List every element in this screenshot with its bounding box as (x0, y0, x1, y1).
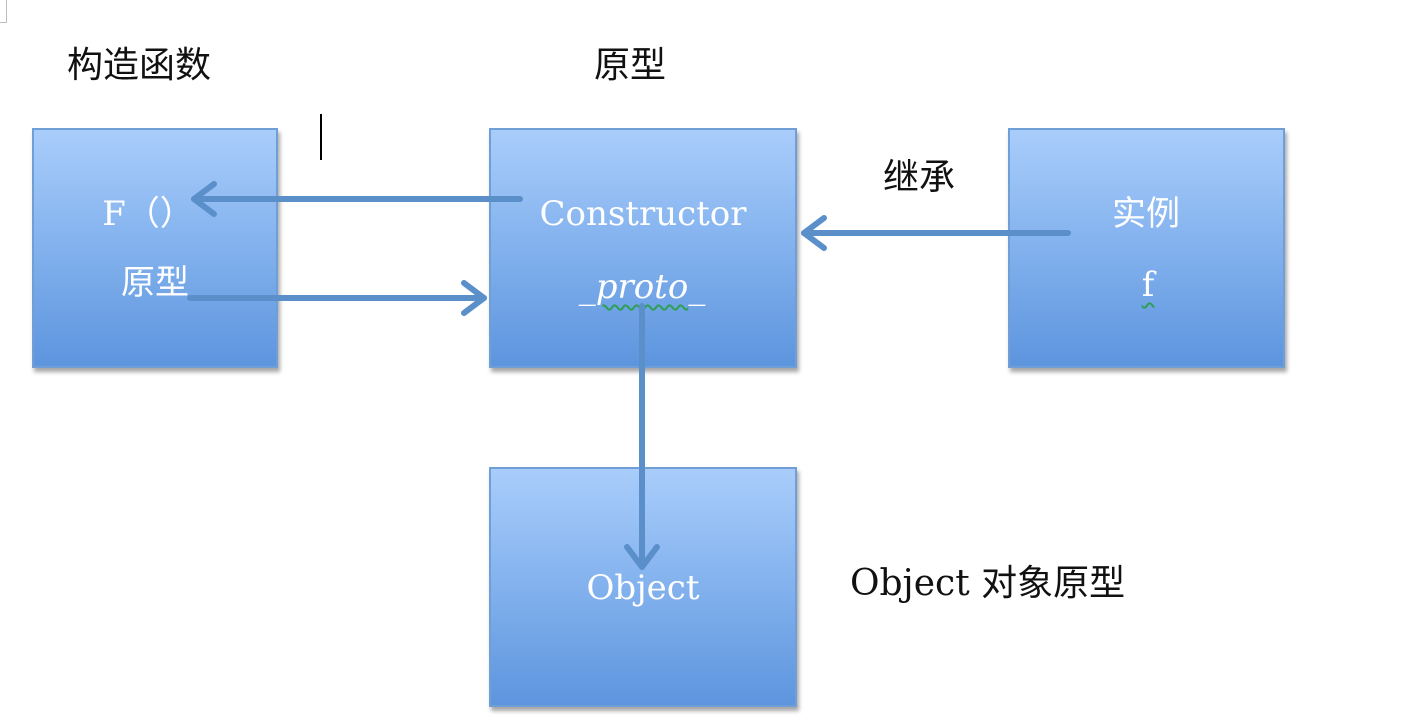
constructor-prototype-label: 原型 (121, 263, 189, 303)
proto-prefix: _ (578, 267, 596, 307)
prototype-constructor-label: Constructor (539, 194, 747, 234)
prototype-proto-label: _proto_ (579, 270, 706, 304)
inherit-label: 继承 (883, 157, 956, 198)
instance-variable: f (1142, 268, 1155, 302)
proto-suffix: _ (688, 267, 706, 307)
instance-label: 实例 (1112, 194, 1180, 234)
constructor-heading: 构造函数 (67, 45, 212, 86)
proto-word: proto (595, 267, 689, 307)
constructor-function-name: F（） (102, 194, 194, 234)
text-cursor (320, 114, 322, 160)
page-corner-mark (0, 0, 7, 23)
prototype-heading: 原型 (594, 45, 667, 86)
prototype-box (489, 128, 797, 368)
instance-box (1008, 128, 1285, 368)
instance-variable-text: f (1141, 265, 1155, 305)
constructor-function-box (32, 128, 278, 368)
object-prototype-label: Object 对象原型 (850, 563, 1126, 604)
object-box-label: Object (586, 568, 700, 608)
